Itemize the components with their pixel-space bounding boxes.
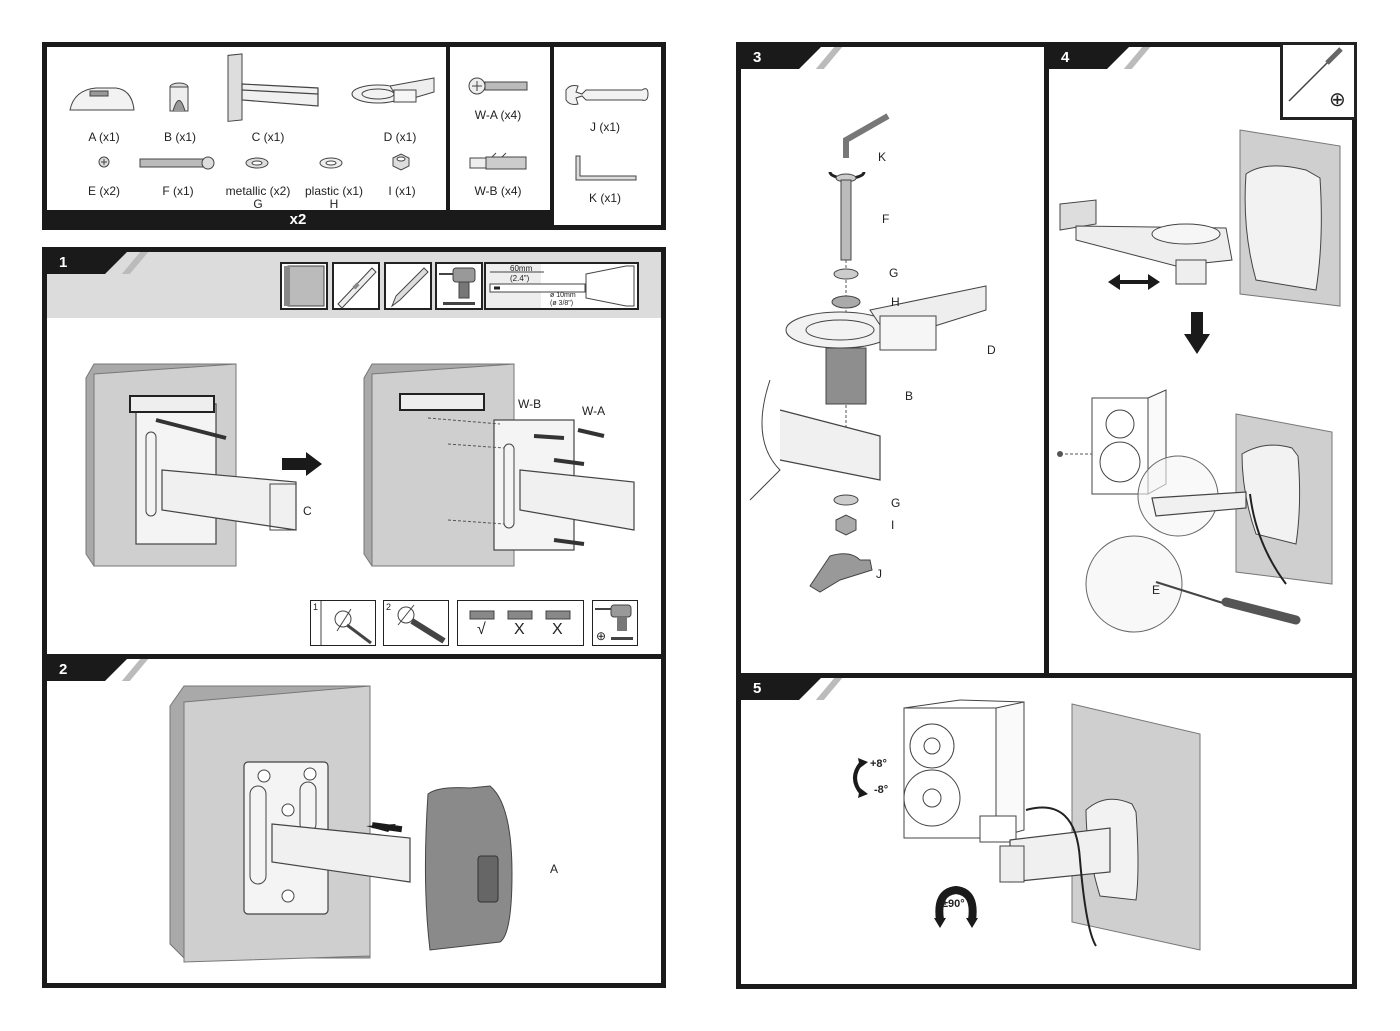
wrench-j-icon [565, 85, 649, 105]
drill-diameter-mm: ø 10mm [550, 292, 576, 299]
part-h-washer-icon [319, 157, 343, 169]
drill-depth-in: (2.4") [510, 274, 530, 283]
tilt-arrow-icon [853, 758, 868, 798]
step-5-number: 5 [753, 680, 762, 697]
wall-screw-wa-label: W-A (x4) [474, 108, 522, 122]
callout-i: I [891, 518, 895, 532]
allen-key-k-label: K (x1) [588, 191, 621, 205]
callout-wa: W-A [582, 404, 606, 418]
callout-g-bottom: G [891, 496, 901, 510]
part-label-g: metallic (x2) [225, 184, 291, 198]
callout-wb: W-B [518, 397, 542, 411]
part-d-platform-icon [351, 77, 435, 104]
arrow-right-icon [282, 452, 322, 476]
part-b-pivot-icon [169, 82, 189, 112]
tilt-up-label: +8° [870, 758, 887, 770]
swivel-label: ±90° [942, 898, 965, 910]
callout-j: J [876, 567, 882, 581]
parts-list-panel [42, 42, 666, 230]
part-sublabel-h: H [329, 197, 339, 211]
drill-diameter-in: (ø 3/8") [550, 300, 574, 307]
step-2-number: 2 [59, 661, 68, 678]
step-3-badge: 3 [741, 47, 843, 69]
step-4-number: 4 [1061, 49, 1070, 66]
step-4-badge: 4 [1049, 47, 1151, 69]
part-sublabel-g: G [253, 197, 263, 211]
tip-2-drill-holes: 2 [383, 600, 449, 646]
part-label-e: E (x2) [87, 184, 120, 198]
wall-anchor-wb-icon [469, 152, 527, 170]
parts-divider-2 [550, 42, 554, 230]
multiplier-bar [42, 210, 554, 230]
step-4-speaker-attach-illustration [1057, 389, 1333, 633]
part-label-c: C (x1) [251, 130, 285, 144]
step-1-fixing-illustration [363, 363, 635, 567]
callout-a: A [550, 862, 559, 876]
tip-1-number: 1 [313, 602, 319, 612]
tip-2-number: 2 [386, 602, 392, 612]
callout-c: C [303, 504, 312, 518]
level-bad-mark-1: X [514, 621, 525, 638]
multiplier-label: x2 [289, 211, 307, 228]
drill-depth-mm: 60mm [510, 264, 533, 273]
drill-depth-diagram-icon: 60mm (2.4") ø 10mm (ø 3/8") [484, 262, 639, 310]
wall-material-icon [280, 262, 328, 310]
tip-level-check: √ X X [457, 600, 584, 646]
callout-h: H [891, 295, 900, 309]
part-i-nut-icon [392, 153, 410, 171]
part-label-f: F (x1) [162, 184, 194, 198]
tip-screwdriver: ⊕ [592, 600, 638, 646]
step-4-adjust-illustration [1059, 129, 1341, 307]
level-ok-mark: √ [477, 621, 486, 638]
part-label-a: A (x1) [88, 130, 120, 144]
pencil-icon [384, 262, 432, 310]
step-1-marking-illustration [85, 363, 297, 567]
step-1-number: 1 [59, 254, 68, 271]
screwdriver-icon [1288, 47, 1343, 102]
part-g-washer-icon [245, 157, 269, 169]
part-e-screw-icon [98, 156, 110, 168]
spirit-level-icon [332, 262, 380, 310]
step-5-final-illustration [903, 699, 1201, 951]
callout-k: K [878, 150, 887, 164]
part-label-b: B (x1) [163, 130, 196, 144]
step-3-assembly-illustration [749, 113, 987, 593]
step-5-panel [736, 673, 1357, 989]
step-5-badge: 5 [741, 678, 843, 700]
wall-anchor-wb-label: W-B (x4) [474, 184, 522, 198]
part-label-d: D (x1) [383, 130, 417, 144]
step-2-badge: 2 [47, 659, 149, 681]
parts-divider-1 [446, 42, 450, 212]
tip-1-mark-holes: 1 [310, 600, 376, 646]
cover-a-illustration [424, 785, 513, 951]
callout-f: F [882, 212, 890, 226]
part-f-bolt-icon [139, 156, 215, 170]
step-2-cover-illustration [169, 685, 411, 963]
level-bad-mark-2: X [552, 621, 563, 638]
step-3-number: 3 [753, 49, 762, 66]
swivel-arrow-icon [934, 885, 978, 928]
phillips-head-symbol: ⊕ [1329, 89, 1346, 111]
callout-g-top: G [889, 266, 899, 280]
drill-icon [435, 262, 483, 310]
part-a-cover-icon [69, 87, 135, 111]
part-label-i: I (x1) [388, 184, 416, 198]
step-1-badge: 1 [47, 252, 149, 274]
screwdriver-tool-box: ⊕ [1280, 42, 1357, 120]
phillips-symbol: ⊕ [596, 629, 607, 643]
allen-key-k-icon [575, 155, 637, 181]
wall-screw-wa-icon [468, 77, 528, 95]
wrench-j-label: J (x1) [590, 120, 620, 134]
callout-d: D [987, 343, 996, 357]
step-3-panel [736, 42, 1052, 678]
part-c-arm-icon [227, 53, 319, 122]
arrow-down-icon [1184, 312, 1210, 354]
callout-b: B [905, 389, 914, 403]
tilt-down-label: -8° [874, 784, 889, 796]
callout-e: E [1152, 583, 1161, 597]
part-label-h: plastic (x1) [304, 184, 363, 198]
